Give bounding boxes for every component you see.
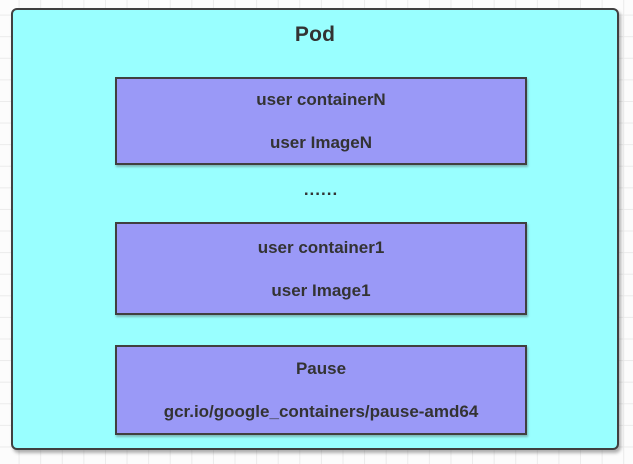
pod-shape[interactable]: Pod user containerN user ImageN ...... u… bbox=[11, 8, 619, 450]
pod-title: Pod bbox=[294, 23, 336, 46]
container-image: user Image1 bbox=[271, 280, 371, 300]
container-image: gcr.io/google_containers/pause-amd64 bbox=[163, 402, 479, 421]
container-node-userN[interactable]: user containerN user ImageN bbox=[115, 77, 527, 165]
container-name: user container1 bbox=[257, 237, 385, 257]
container-name: Pause bbox=[295, 359, 347, 378]
container-node-pause[interactable]: Pause gcr.io/google_containers/pause-amd… bbox=[115, 345, 527, 435]
ellipsis-label: ...... bbox=[303, 180, 339, 199]
container-node-user1[interactable]: user container1 user Image1 bbox=[115, 222, 527, 315]
container-name: user containerN bbox=[256, 90, 386, 109]
container-image: user ImageN bbox=[269, 133, 373, 152]
